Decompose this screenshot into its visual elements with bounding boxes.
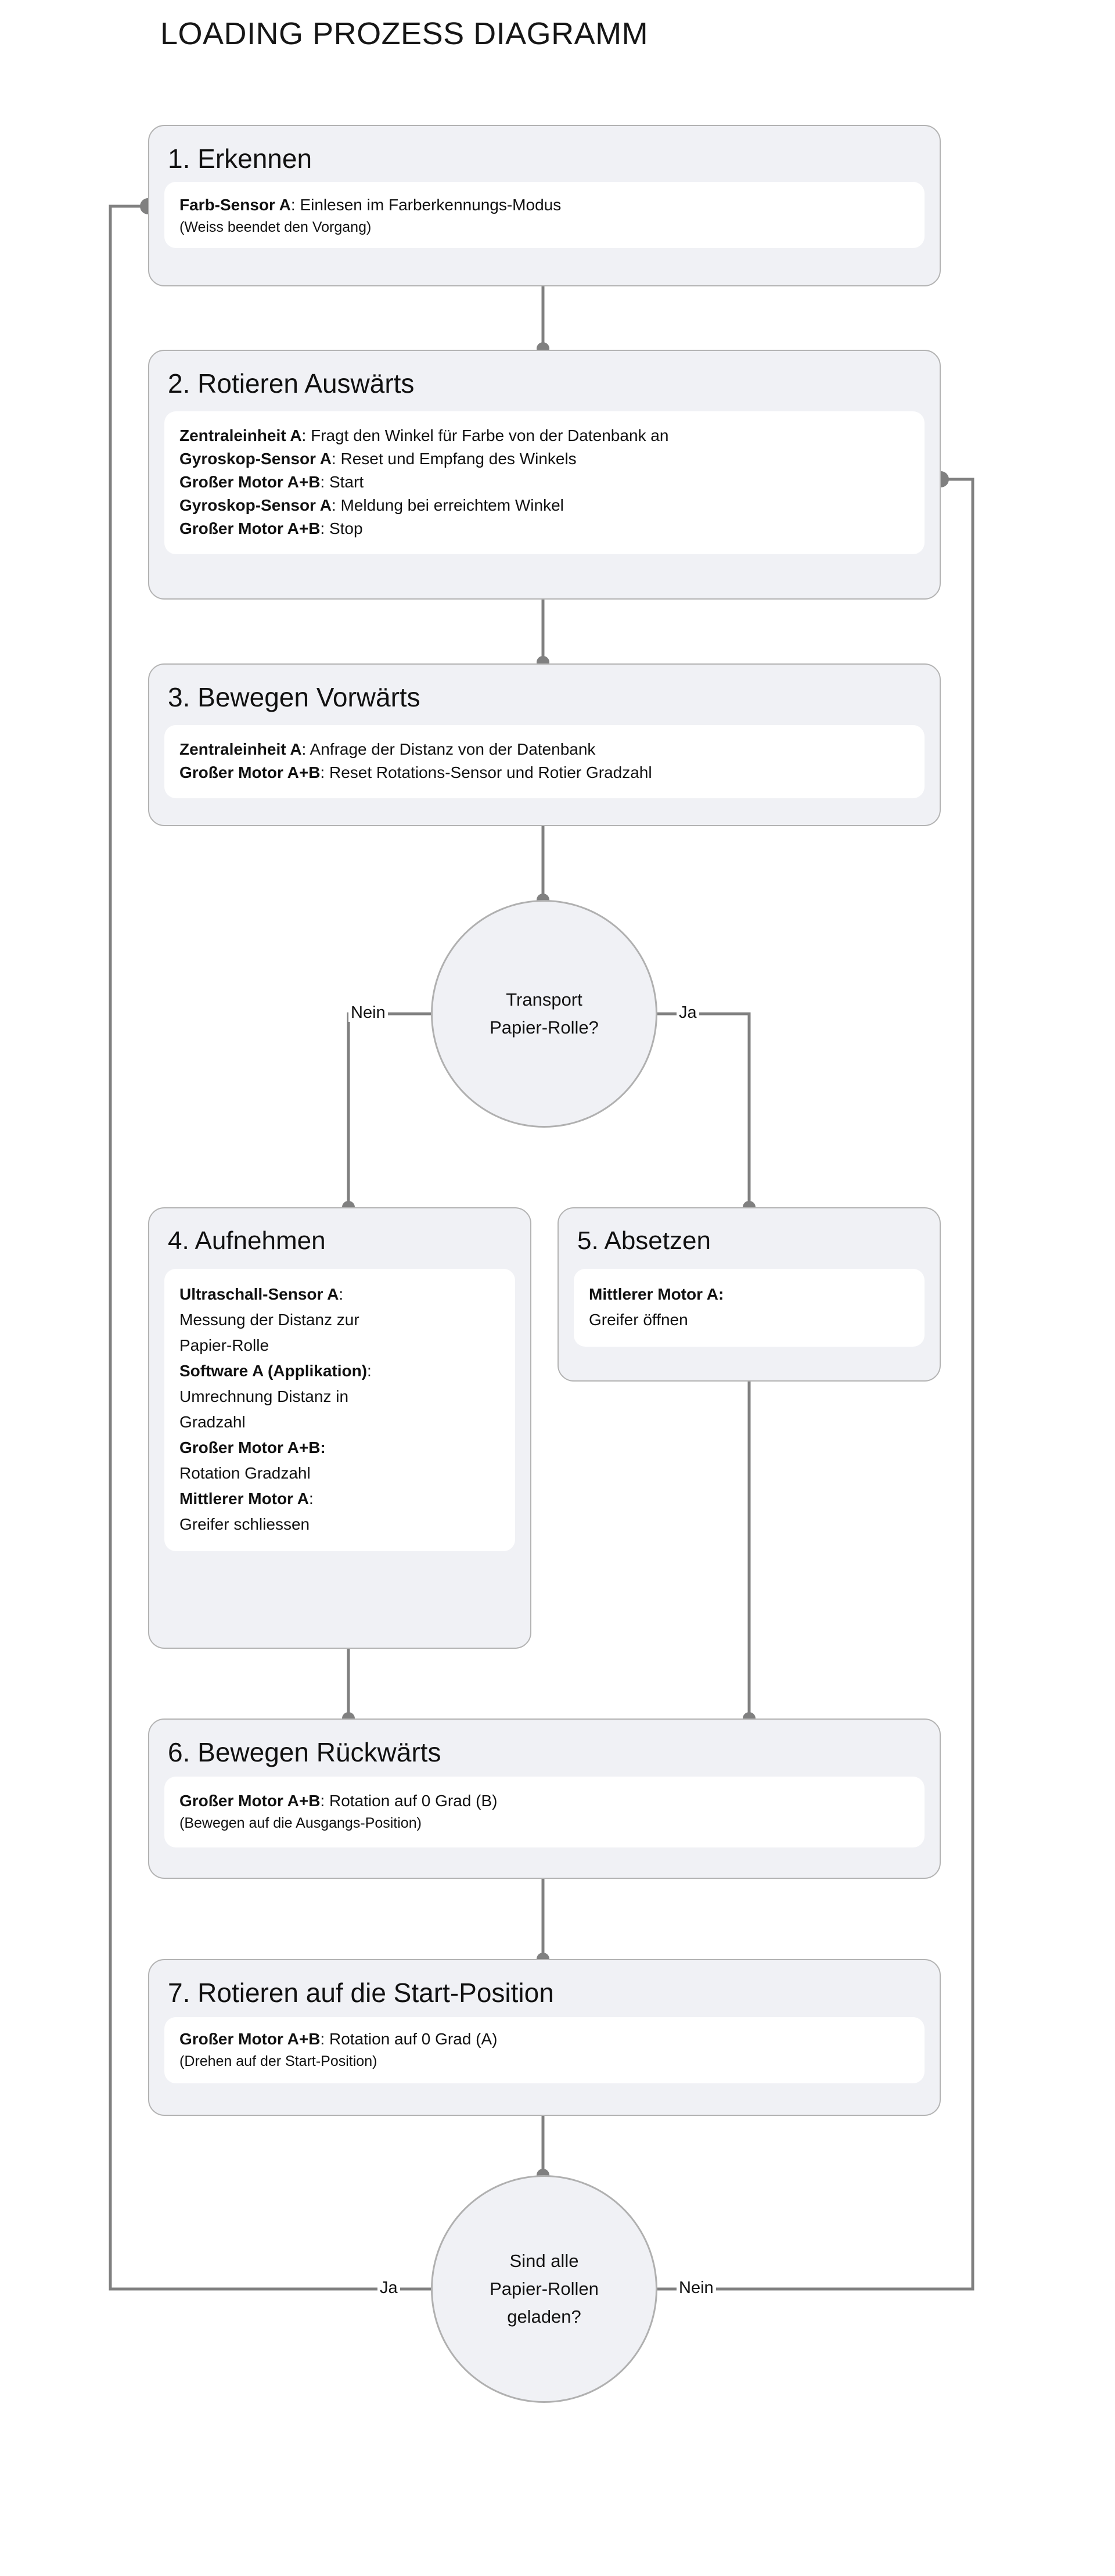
node-body: Großer Motor A+B: Rotation auf 0 Grad (A… xyxy=(164,2017,925,2083)
node-line: Großer Motor A+B: Rotation auf 0 Grad (B… xyxy=(179,1792,498,1810)
decision-node-alle-papier-rollen-geladen[interactable]: Sind alle Papier-Rollen geladen? xyxy=(431,2175,657,2403)
node-line: Großer Motor A+B: Start xyxy=(179,473,364,491)
node-line: Messung der Distanz zur xyxy=(179,1311,359,1329)
node-title: 1. Erkennen xyxy=(168,143,312,174)
process-node-7-rotieren-start-position[interactable]: 7. Rotieren auf die Start-Position Große… xyxy=(148,1959,941,2116)
node-line: Mittlerer Motor A: xyxy=(179,1490,314,1508)
decision-line: Transport xyxy=(506,989,582,1010)
node-title: 2. Rotieren Auswärts xyxy=(168,368,415,399)
decision-node-transport-papier-rolle[interactable]: Transport Papier-Rolle? xyxy=(431,900,657,1128)
process-node-1-erkennen[interactable]: 1. Erkennen Farb-Sensor A: Einlesen im F… xyxy=(148,125,941,286)
edge-decision1-nein-to-node4 xyxy=(347,1012,431,1207)
node-line: Großer Motor A+B: Reset Rotations-Sensor… xyxy=(179,763,652,781)
decision-line: geladen? xyxy=(507,2306,581,2327)
process-node-4-aufnehmen[interactable]: 4. Aufnehmen Ultraschall-Sensor A: Messu… xyxy=(148,1207,531,1649)
node-body: Farb-Sensor A: Einlesen im Farberkennung… xyxy=(164,182,925,248)
node-line: Farb-Sensor A: Einlesen im Farberkennung… xyxy=(179,196,562,214)
node-line: Großer Motor A+B: Stop xyxy=(179,519,363,537)
node-line: (Drehen auf der Start-Position) xyxy=(179,2053,377,2069)
process-node-5-absetzen[interactable]: 5. Absetzen Mittlerer Motor A: Greifer ö… xyxy=(558,1207,941,1382)
process-node-6-bewegen-rueckwaerts[interactable]: 6. Bewegen Rückwärts Großer Motor A+B: R… xyxy=(148,1718,941,1879)
node-title: 5. Absetzen xyxy=(577,1226,711,1255)
node-line: Software A (Applikation): xyxy=(179,1362,372,1380)
node-line: Mittlerer Motor A: xyxy=(589,1285,724,1303)
node-line: (Bewegen auf die Ausgangs-Position) xyxy=(179,1815,422,1831)
node-line: Ultraschall-Sensor A: xyxy=(179,1285,344,1303)
node-body: Mittlerer Motor A: Greifer öffnen xyxy=(574,1269,925,1347)
edge-label-decision2-ja: Ja xyxy=(377,2279,400,2297)
node-line: Großer Motor A+B: Rotation auf 0 Grad (A… xyxy=(179,2030,498,2048)
node-line: Gyroskop-Sensor A: Meldung bei erreichte… xyxy=(179,496,564,514)
node-line: Zentraleinheit A: Anfrage der Distanz vo… xyxy=(179,740,596,758)
decision-line: Sind alle xyxy=(509,2251,579,2271)
decision-label: Transport Papier-Rolle? xyxy=(480,986,608,1042)
node-line: Umrechnung Distanz in xyxy=(179,1387,349,1405)
node-line: Rotation Gradzahl xyxy=(179,1464,311,1482)
edge-label-decision1-ja: Ja xyxy=(677,1003,699,1022)
node-line: Greifer schliessen xyxy=(179,1515,310,1533)
node-line: Großer Motor A+B: xyxy=(179,1438,326,1456)
node-line: Papier-Rolle xyxy=(179,1336,269,1354)
edge-label-decision2-nein: Nein xyxy=(677,2279,716,2297)
edge-decision2-nein-loopback xyxy=(657,478,974,2291)
node-line: Gyroskop-Sensor A: Reset und Empfang des… xyxy=(179,450,577,468)
node-title: 7. Rotieren auf die Start-Position xyxy=(168,1978,554,2008)
node-title: 3. Bewegen Vorwärts xyxy=(168,682,420,712)
process-node-2-rotieren-auswaerts[interactable]: 2. Rotieren Auswärts Zentraleinheit A: F… xyxy=(148,350,941,600)
node-body: Zentraleinheit A: Fragt den Winkel für F… xyxy=(164,411,925,554)
process-node-3-bewegen-vorwaerts[interactable]: 3. Bewegen Vorwärts Zentraleinheit A: An… xyxy=(148,663,941,826)
node-title: 4. Aufnehmen xyxy=(168,1226,326,1255)
edge-label-decision1-nein: Nein xyxy=(348,1003,388,1022)
decision-label: Sind alle Papier-Rollen geladen? xyxy=(480,2247,608,2331)
page-title: LOADING PROZESS DIAGRAMM xyxy=(160,16,649,51)
node-line: (Weiss beendet den Vorgang) xyxy=(179,219,372,235)
node-line: Gradzahl xyxy=(179,1413,246,1431)
node-body: Ultraschall-Sensor A: Messung der Distan… xyxy=(164,1269,515,1551)
decision-line: Papier-Rolle? xyxy=(490,1017,599,1038)
node-line: Greifer öffnen xyxy=(589,1311,688,1329)
node-body: Zentraleinheit A: Anfrage der Distanz vo… xyxy=(164,725,925,798)
edge-decision1-ja-to-node5 xyxy=(657,1012,751,1207)
node-title: 6. Bewegen Rückwärts xyxy=(168,1737,441,1767)
edge-decision2-ja-loopback xyxy=(109,204,431,2291)
node-body: Großer Motor A+B: Rotation auf 0 Grad (B… xyxy=(164,1777,925,1847)
node-line: Zentraleinheit A: Fragt den Winkel für F… xyxy=(179,426,669,444)
decision-line: Papier-Rollen xyxy=(490,2279,599,2299)
